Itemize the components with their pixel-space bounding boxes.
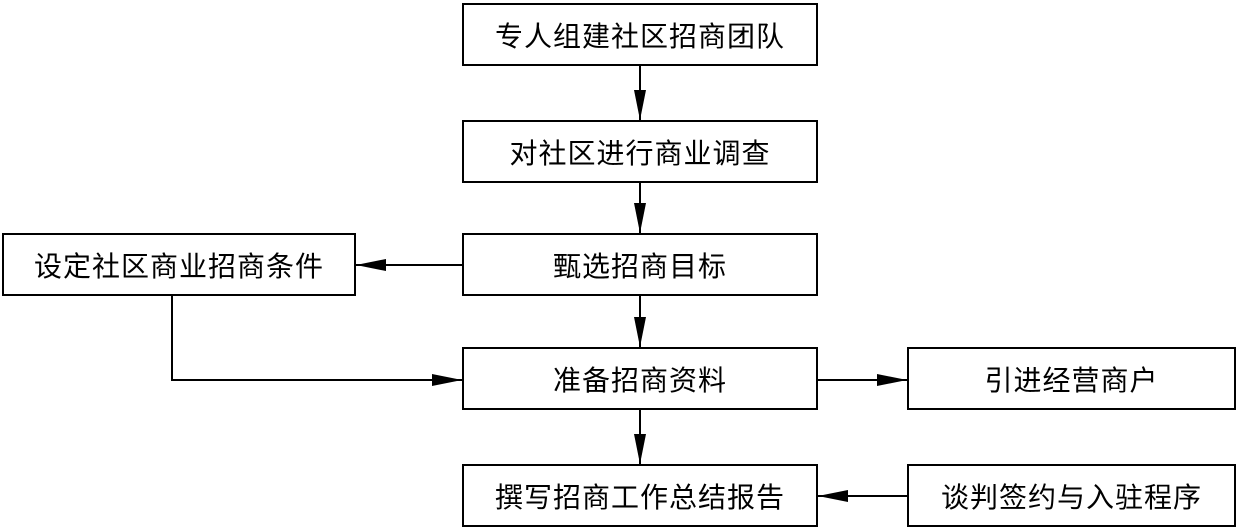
node-introduce-merchants-label: 引进经营商户 xyxy=(984,363,1159,397)
node-introduce-merchants: 引进经营商户 xyxy=(907,347,1236,410)
node-form-team: 专人组建社区招商团队 xyxy=(462,3,818,66)
node-negotiate-sign-label: 谈判签约与入驻程序 xyxy=(940,480,1202,514)
node-prepare-materials-label: 准备招商资料 xyxy=(552,363,727,397)
node-prepare-materials: 准备招商资料 xyxy=(462,347,818,410)
node-negotiate-sign: 谈判签约与入驻程序 xyxy=(907,464,1236,527)
node-set-conditions-label: 设定社区商业招商条件 xyxy=(33,249,324,283)
node-screen-targets: 甄选招商目标 xyxy=(462,233,818,296)
node-form-team-label: 专人组建社区招商团队 xyxy=(494,19,785,53)
node-set-conditions: 设定社区商业招商条件 xyxy=(2,233,356,296)
node-screen-targets-label: 甄选招商目标 xyxy=(552,249,727,283)
node-survey: 对社区进行商业调查 xyxy=(462,120,818,183)
arrow-conditions-to-materials xyxy=(171,296,462,386)
node-write-report-label: 撰写招商工作总结报告 xyxy=(494,480,785,514)
node-survey-label: 对社区进行商业调查 xyxy=(509,136,771,170)
node-write-report: 撰写招商工作总结报告 xyxy=(462,464,818,527)
